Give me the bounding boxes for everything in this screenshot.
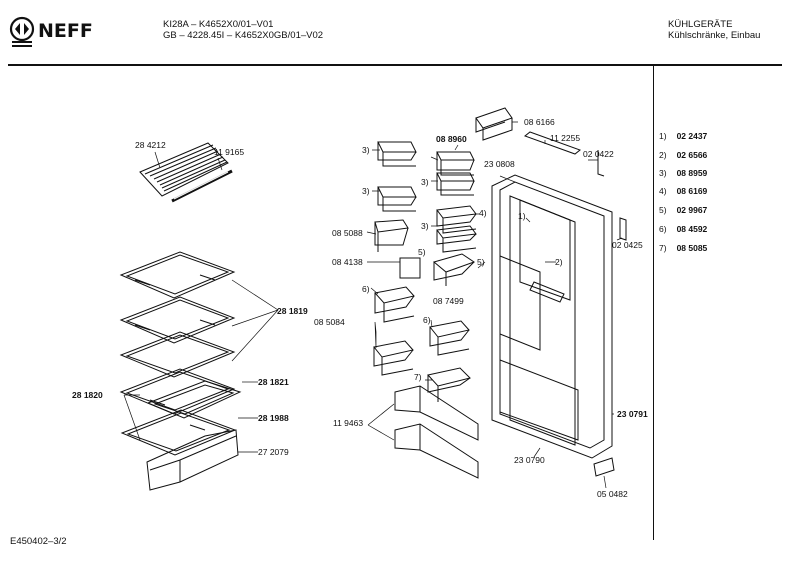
label-28-1988: 28 1988: [258, 413, 289, 423]
label-08-4138: 08 4138: [332, 257, 363, 267]
legend-code: 08 5085: [676, 243, 708, 253]
legend-key: 6): [659, 224, 667, 234]
legend-code: 02 2437: [676, 131, 708, 141]
legend-key: 1): [659, 131, 667, 141]
legend-code: 02 9967: [676, 205, 708, 215]
label-23-0790: 23 0790: [514, 455, 545, 465]
legend-code: 02 6566: [676, 150, 708, 160]
label-05-0482: 05 0482: [597, 489, 628, 499]
label-28-1819: 28 1819: [277, 306, 308, 316]
model-line-1: KI28A – K4652X0/01–V01: [163, 19, 274, 30]
legend-item: 5) 02 9967: [659, 205, 707, 215]
label-08-5084: 08 5084: [314, 317, 345, 327]
label-23-0791: 23 0791: [617, 409, 648, 419]
label-ref-6-a: 6): [362, 284, 370, 294]
label-28-4212: 28 4212: [135, 140, 166, 150]
label-28-1821: 28 1821: [258, 377, 289, 387]
legend-item: 4) 08 6169: [659, 186, 707, 196]
glass-shelf-drawings: [119, 251, 242, 491]
category-subtitle: Kühlschränke, Einbau: [668, 30, 761, 41]
label-ref-3-a: 3): [362, 145, 370, 155]
label-08-8960: 08 8960: [436, 134, 467, 144]
label-11-9463: 11 9463: [333, 418, 364, 428]
label-ref-5-a: 5): [418, 247, 426, 257]
label-02-0425: 02 0425: [612, 240, 643, 250]
label-11-2255: 11 2255: [550, 133, 581, 143]
legend-item: 7) 08 5085: [659, 243, 707, 253]
label-08-7499: 08 7499: [433, 296, 464, 306]
legend-key: 4): [659, 186, 667, 196]
label-ref-3-b: 3): [362, 186, 370, 196]
brand-wordmark: NEFF: [38, 20, 93, 42]
wire-rack-drawing: [139, 142, 233, 203]
label-28-1820: 28 1820: [72, 390, 103, 400]
leader-lines: [123, 121, 623, 489]
legend-code: 08 4592: [676, 224, 708, 234]
brand-logo: NEFF: [8, 15, 120, 49]
model-line-2: GB – 4228.45I – K4652X0GB/01–V02: [163, 30, 324, 41]
legend-item: 1) 02 2437: [659, 131, 707, 141]
header-divider: [8, 64, 782, 66]
legend-key: 7): [659, 243, 667, 253]
legend-item: 3) 08 8959: [659, 168, 707, 178]
label-11-9165: 11 9165: [214, 147, 245, 157]
label-08-5088: 08 5088: [332, 228, 363, 238]
legend-divider: [653, 65, 655, 540]
legend-item: 2) 02 6566: [659, 150, 707, 160]
label-ref-3-d: 3): [421, 221, 429, 231]
category-title: KÜHLGERÄTE: [668, 19, 733, 30]
legend-key: 5): [659, 205, 667, 215]
legend-key: 2): [659, 150, 667, 160]
label-ref-4: 4): [479, 208, 487, 218]
label-ref-1: 1): [518, 211, 526, 221]
legend-code: 08 6169: [676, 186, 708, 196]
label-ref-2: 2): [555, 257, 563, 267]
door-parts-drawings: [373, 107, 513, 479]
legend-key: 3): [659, 168, 667, 178]
label-ref-3-c: 3): [421, 177, 429, 187]
door-drawing: [491, 131, 627, 477]
label-ref-6-b: 6): [423, 315, 431, 325]
label-02-0422: 02 0422: [583, 149, 614, 159]
legend-code: 08 8959: [676, 168, 708, 178]
label-ref-7: 7): [414, 372, 422, 382]
label-27-2079: 27 2079: [258, 447, 289, 457]
label-08-6166: 08 6166: [524, 117, 555, 127]
document-id: E450402–3/2: [10, 536, 67, 547]
legend-item: 6) 08 4592: [659, 224, 707, 234]
label-ref-5-b: 5): [477, 257, 485, 267]
label-23-0808: 23 0808: [484, 159, 515, 169]
